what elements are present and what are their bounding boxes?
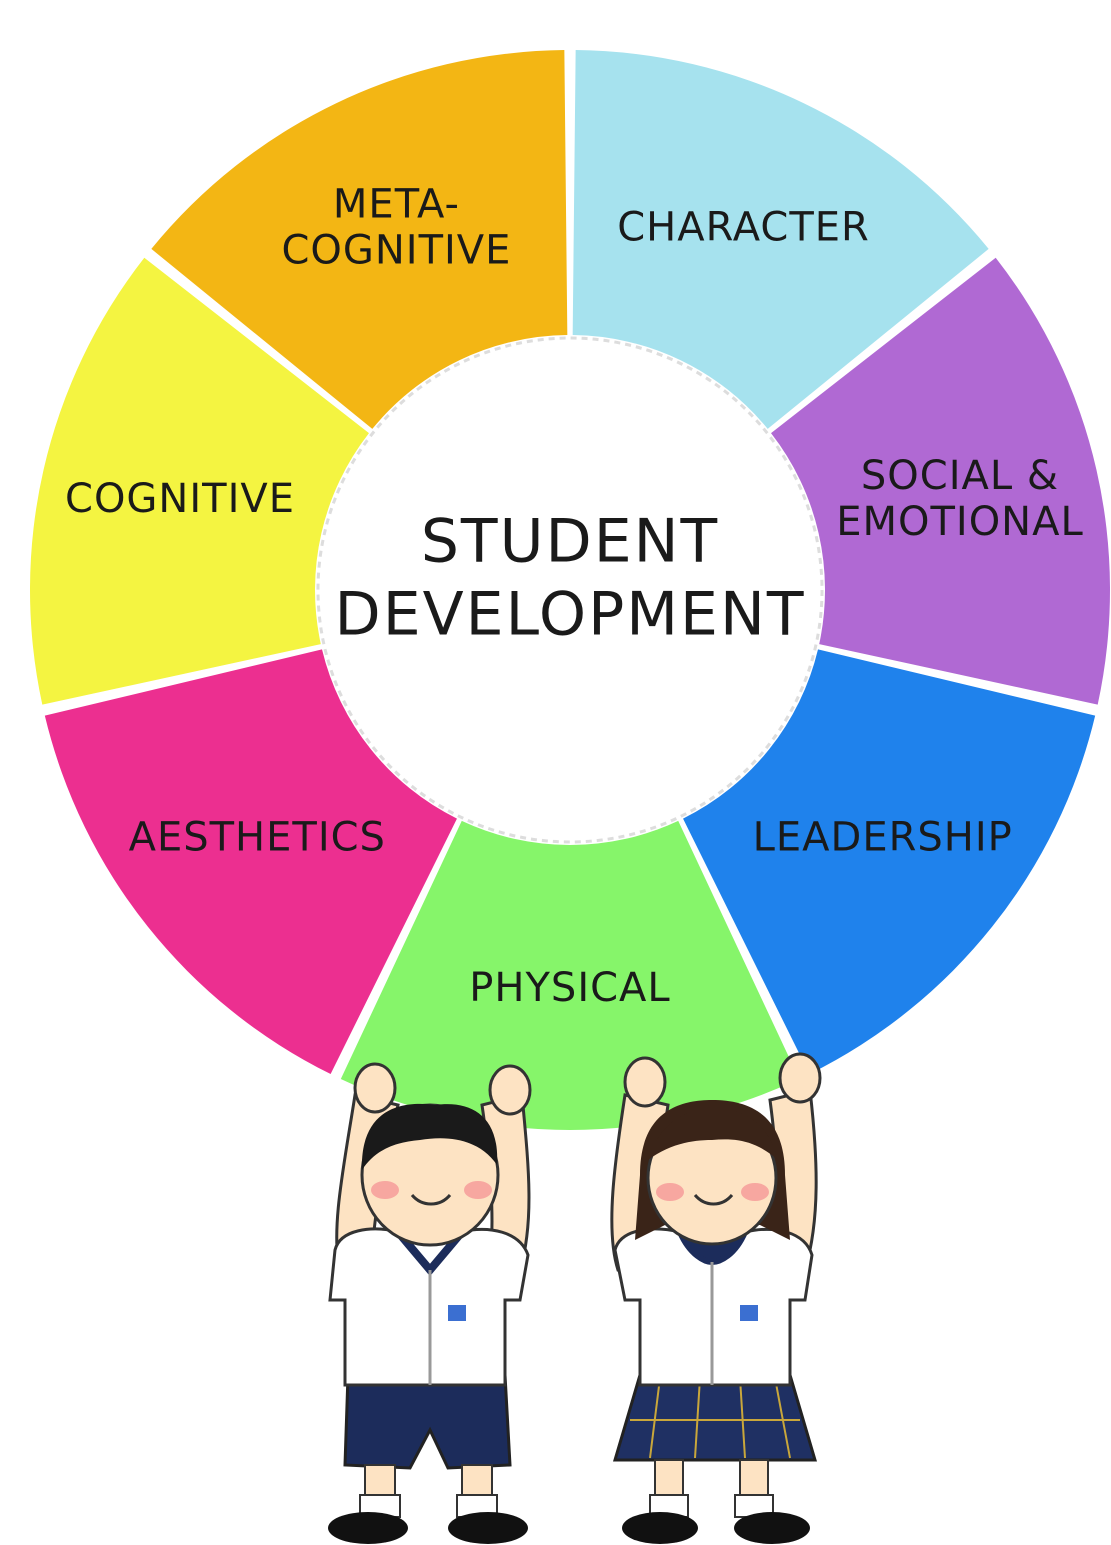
wheel-segment	[30, 257, 369, 705]
wheel-segments	[30, 50, 1111, 1131]
boy-right-shoe	[448, 1512, 528, 1544]
wheel-segment	[683, 649, 1096, 1075]
boy-left-shoe	[328, 1512, 408, 1544]
girl-right-hand	[778, 1052, 822, 1104]
segment-label: CHARACTER	[617, 205, 870, 251]
boy-left-hand	[353, 1062, 397, 1114]
boy-shorts	[343, 1373, 512, 1470]
center-title-line2: DEVELOPMENT	[335, 580, 806, 650]
boy-left-cheek	[371, 1181, 399, 1199]
wheel-labels: CHARACTER SOCIAL &EMOTIONAL LEADERSHIP PHYS…	[65, 182, 1084, 1011]
girl-illustration	[610, 1052, 822, 1544]
center-hub: STUDENT DEVELOPMENT	[316, 336, 824, 844]
wheel-segment	[771, 257, 1111, 705]
girl-shirt-badge	[740, 1305, 758, 1321]
boy-shirt-badge	[448, 1305, 466, 1321]
boy-right-hand	[488, 1064, 532, 1116]
girl-left-hand	[623, 1056, 667, 1108]
girl-fringe	[648, 1108, 778, 1160]
segment-label: LEADERSHIP	[753, 814, 1013, 860]
boy-right-cheek	[464, 1181, 492, 1199]
girl-right-cheek	[741, 1183, 769, 1201]
center-circle	[316, 336, 824, 844]
segment-label: COGNITIVE	[65, 476, 295, 522]
girl-left-shoe	[622, 1512, 698, 1544]
segment-label: COGNITIVE	[281, 228, 511, 274]
girl-smile	[693, 1193, 734, 1206]
segment-label: META-	[333, 182, 460, 228]
segment-label: PHYSICAL	[469, 965, 670, 1011]
segment-label: SOCIAL &	[861, 453, 1059, 499]
girl-skirt	[612, 1373, 818, 1462]
segment-label: AESTHETICS	[129, 814, 386, 860]
girl-skirt-plaid	[630, 1377, 800, 1459]
boy-hair	[361, 1103, 498, 1170]
wheel-segment	[151, 50, 568, 429]
girl-left-cheek	[656, 1183, 684, 1201]
center-title-line1: STUDENT	[421, 507, 719, 577]
boy-illustration	[328, 1062, 532, 1544]
wheel-segment	[340, 820, 800, 1131]
segment-label: EMOTIONAL	[836, 499, 1084, 545]
wheel-segment	[44, 649, 457, 1075]
boy-smile	[410, 1193, 452, 1206]
wheel-segment	[572, 50, 989, 429]
girl-right-shoe	[734, 1512, 810, 1544]
